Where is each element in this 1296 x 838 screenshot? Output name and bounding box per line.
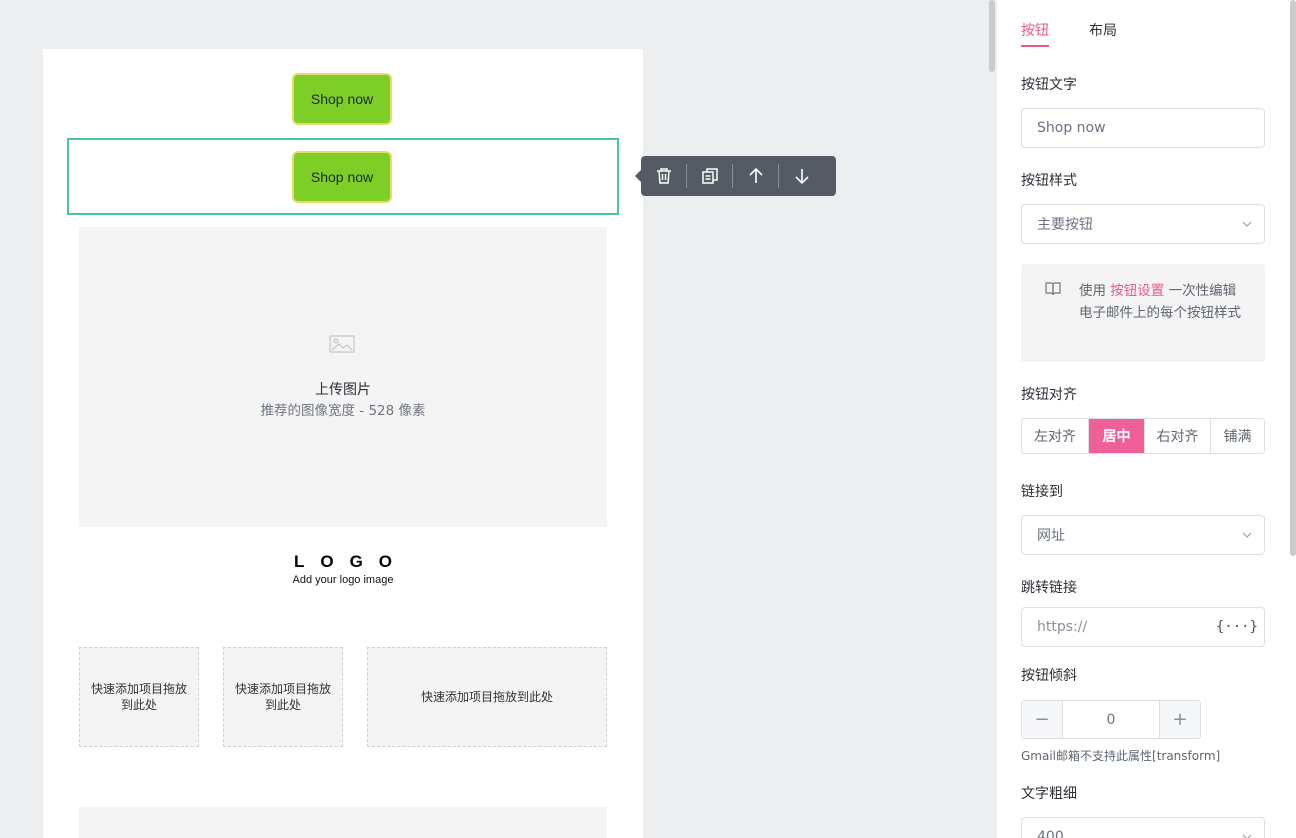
image-icon: [329, 335, 355, 353]
link-to-select[interactable]: 网址: [1021, 515, 1265, 555]
upload-image-subtitle: 推荐的图像宽度 - 528 像素: [260, 403, 426, 419]
book-icon: [1045, 282, 1061, 296]
panel-scrollbar-thumb[interactable]: [1290, 0, 1296, 556]
shop-now-button-1[interactable]: Shop now: [292, 73, 392, 125]
redirect-link-label: 跳转链接: [1021, 580, 1077, 596]
duplicate-icon: [701, 168, 718, 184]
block-toolbar: [635, 156, 836, 196]
chevron-down-icon: [1242, 532, 1252, 538]
align-left-option[interactable]: 左对齐: [1022, 419, 1089, 453]
toolbar-divider: [778, 164, 779, 188]
button-style-select[interactable]: 主要按钮: [1021, 204, 1265, 244]
variable-icon[interactable]: {···}: [1215, 619, 1258, 635]
toolbar-divider: [732, 164, 733, 188]
redirect-link-input[interactable]: https:// {···}: [1021, 607, 1265, 647]
logo-text[interactable]: LOGO: [293, 552, 409, 571]
increment-button[interactable]: +: [1160, 701, 1200, 738]
settings-panel: 按钮 布局 按钮文字 Shop now 按钮样式 主要按钮 使用 按钮设置 一次…: [997, 0, 1296, 838]
placeholder-block[interactable]: [79, 807, 607, 838]
redirect-link-placeholder: https://: [1037, 619, 1088, 635]
skew-note: Gmail邮箱不支持此属性[transform]: [1021, 749, 1221, 763]
info-text: 使用 按钮设置 一次性编辑电子邮件上的每个按钮样式: [1079, 283, 1241, 321]
font-weight-value: 400: [1037, 829, 1064, 838]
chevron-down-icon: [1242, 834, 1252, 838]
align-fill-option[interactable]: 铺满: [1223, 429, 1252, 445]
link-to-label: 链接到: [1021, 484, 1063, 500]
button-style-value: 主要按钮: [1037, 217, 1093, 233]
button-align-group: 左对齐 居中 右对齐 铺满: [1021, 418, 1265, 454]
button-text-input[interactable]: Shop now: [1021, 108, 1265, 148]
align-center-option[interactable]: 居中: [1089, 419, 1145, 453]
email-canvas: Shop now Shop now 上传图片 推荐的图像宽度 - 528 像素 …: [43, 49, 643, 838]
font-weight-label: 文字粗细: [1021, 786, 1077, 802]
selected-button-block[interactable]: Shop now: [67, 138, 619, 215]
toolbar-divider: [686, 164, 687, 188]
button-settings-link[interactable]: 按钮设置: [1110, 283, 1165, 299]
link-to-value: 网址: [1037, 528, 1065, 544]
button-settings-info: 使用 按钮设置 一次性编辑电子邮件上的每个按钮样式: [1021, 264, 1265, 362]
drop-zone-1[interactable]: 快速添加项目拖放到此处: [79, 647, 199, 747]
canvas-scrollbar-thumb[interactable]: [989, 0, 995, 72]
arrow-up-icon: [748, 167, 763, 183]
button-text-value: Shop now: [1037, 120, 1106, 136]
tab-layout[interactable]: 布局: [1089, 23, 1117, 39]
chevron-down-icon: [1242, 221, 1252, 227]
shop-now-button-2[interactable]: Shop now: [292, 151, 392, 203]
button-align-label: 按钮对齐: [1021, 387, 1077, 403]
active-tab-indicator: [1021, 45, 1049, 47]
tab-button[interactable]: 按钮: [1021, 23, 1049, 39]
skew-value[interactable]: 0: [1062, 701, 1160, 738]
upload-image-title: 上传图片: [315, 382, 371, 398]
align-right-option[interactable]: 右对齐: [1145, 419, 1211, 453]
move-down-button[interactable]: [779, 156, 824, 196]
image-upload-block[interactable]: 上传图片 推荐的图像宽度 - 528 像素: [79, 227, 607, 527]
trash-icon: [656, 168, 671, 184]
move-up-button[interactable]: [733, 156, 778, 196]
drop-zone-2[interactable]: 快速添加项目拖放到此处: [223, 647, 343, 747]
canvas-scrollbar-track[interactable]: [988, 0, 996, 838]
drop-zone-3[interactable]: 快速添加项目拖放到此处: [367, 647, 607, 747]
arrow-down-icon: [794, 169, 809, 185]
button-skew-label: 按钮倾斜: [1021, 668, 1077, 684]
button-style-label: 按钮样式: [1021, 173, 1077, 189]
delete-button[interactable]: [641, 156, 686, 196]
button-text-label: 按钮文字: [1021, 77, 1077, 93]
duplicate-button[interactable]: [687, 156, 732, 196]
decrement-button[interactable]: −: [1022, 701, 1062, 738]
logo-subtitle: Add your logo image: [292, 574, 394, 586]
font-weight-select[interactable]: 400: [1021, 817, 1265, 838]
skew-stepper: − 0 +: [1021, 700, 1201, 739]
